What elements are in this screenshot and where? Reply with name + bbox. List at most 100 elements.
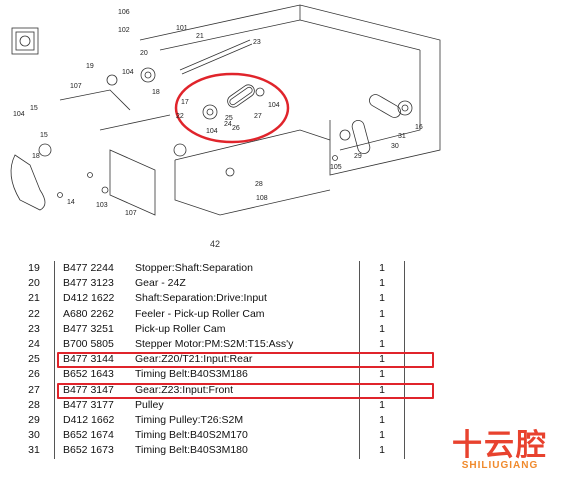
quantity-cell: 1 [359,337,405,353]
quantity-cell: 1 [359,352,405,368]
callout-label: 101 [176,25,188,32]
remarks-cell [405,337,514,352]
remarks-cell [405,322,514,337]
diagram-highlight-ellipse [174,72,290,144]
callout-label: 104 [122,69,134,76]
callout-label: 25 [225,115,233,122]
quantity-cell: 1 [359,428,405,444]
description-cell: Shaft:Separation:Drive:Input [135,292,267,305]
part-index-cell: 31 [14,443,55,459]
part-number-cell: A680 2262 [63,307,114,320]
callout-label: 19 [86,63,94,70]
part-index-cell: 29 [14,413,55,429]
table-row: 21 D412 1622 Shaft:Separation:Drive:Input 1 [14,291,513,307]
watermark-subtitle: SHILIUGIANG [461,460,539,471]
callout-label: 16 [415,124,423,131]
callout-label: 26 [232,125,240,132]
callout-label: 102 [118,27,130,34]
part-number-cell: B477 3123 [63,277,114,290]
callout-label: 21 [196,33,204,40]
part-number-cell: B477 3144 [63,353,114,366]
part-index-cell: 19 [14,261,55,277]
callout-label: 103 [96,202,108,209]
quantity-cell: 1 [359,306,405,322]
callout-label: 105 [330,164,342,171]
description-cell: Timing Belt:B40S2M170 [135,429,248,442]
callout-label: 14 [67,199,75,206]
description-cell: Gear - 24Z [135,277,186,290]
part-number-cell: B477 3177 [63,398,114,411]
part-number-cell: B652 1643 [63,368,114,381]
description-cell: Timing Belt:B40S3M180 [135,444,248,457]
callout-label: 104 [268,102,280,109]
part-index-cell: 24 [14,337,55,353]
part-index-cell: 25 [14,352,55,368]
part-number-cell: D412 1662 [63,414,115,427]
part-number-cell: D412 1622 [63,292,115,305]
watermark-title: 十云腔 [452,428,548,463]
part-number-cell: B652 1673 [63,444,114,457]
callout-label: 24 [224,121,232,128]
callout-label: 18 [152,89,160,96]
quantity-cell: 1 [359,397,405,414]
callout-label: 106 [118,9,130,16]
remarks-cell [405,307,514,322]
part-number-cell: B477 2244 [63,262,114,274]
description-cell: Gear:Z23:Input:Front [135,383,234,396]
part-number-cell: B477 3251 [63,322,114,335]
description-cell: Pick-up Roller Cam [135,322,226,335]
callout-label: 107 [125,210,137,217]
part-index-cell: 26 [14,367,55,383]
callout-label: 28 [255,181,263,188]
quantity-cell: 1 [359,367,405,383]
part-number-cell: B652 1674 [63,429,114,442]
part-number-cell: B477 3147 [63,383,114,396]
callout-label: 22 [176,113,184,120]
callout-label: 104 [13,111,25,118]
remarks-cell [405,383,514,398]
callout-label: 31 [398,133,406,140]
quantity-cell: 1 [359,261,405,277]
callout-label: 15 [30,105,38,112]
description-cell: Stopper:Shaft:Separation [135,262,253,274]
table-row: 25 B477 3144 Gear:Z20/T21:Input:Rear 1 [14,352,514,368]
table-row: 19 B477 2244 Stopper:Shaft:Separation 1 [14,261,514,277]
callout-label: 23 [253,39,261,46]
remarks-cell [405,352,514,367]
quantity-cell: 1 [359,382,405,398]
part-index-cell: 22 [14,306,55,322]
callout-label: 30 [391,143,399,150]
table-row: 31 B652 1673 Timing Belt:B40S3M180 1 [14,443,513,459]
callout-label: 29 [354,153,362,160]
part-index-cell: 23 [14,321,55,338]
callout-label: 18 [32,153,40,160]
callout-label: 17 [181,99,189,106]
quantity-cell: 1 [359,443,405,459]
table-row: 28 B477 3177 Pulley 1 [14,397,513,414]
description-cell: Feeler - Pick-up Roller Cam [135,307,265,320]
description-cell: Pulley [135,398,164,411]
description-cell: Timing Pulley:T26:S2M [135,414,244,427]
table-row: 27 B477 3147 Gear:Z23:Input:Front 1 [14,382,514,398]
description-cell: Gear:Z20/T21:Input:Rear [135,353,253,366]
part-index-cell: 27 [14,382,55,398]
page-number: 42 [209,239,220,249]
part-index-cell: 28 [14,397,55,414]
callout-label: 107 [70,83,82,90]
quantity-cell: 1 [359,276,405,292]
callout-label: 15 [40,132,48,139]
part-index-cell: 30 [14,428,55,444]
remarks-cell [405,261,514,276]
quantity-cell: 1 [359,291,405,307]
callout-label: 20 [140,50,148,57]
callout-label: 108 [256,195,268,202]
description-cell: Stepper Motor:PM:S2M:T15:Ass'y [135,338,294,351]
part-index-cell: 21 [14,291,55,307]
